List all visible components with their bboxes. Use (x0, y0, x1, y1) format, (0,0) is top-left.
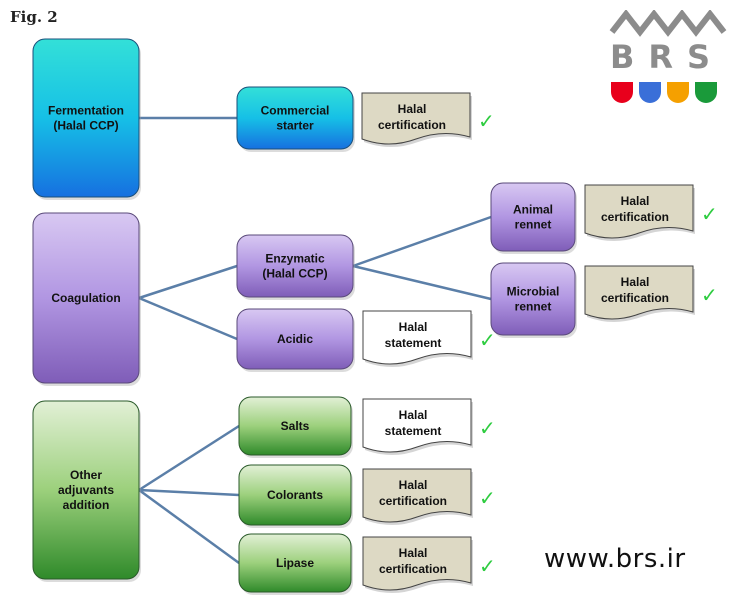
check-icon: ✓ (479, 416, 496, 440)
check-icon: ✓ (479, 328, 496, 352)
node-enzymatic: Enzymatic(Halal CCP) (236, 234, 355, 300)
document-doc-acidic: Halal statement ✓ (362, 310, 496, 367)
node-salts: Salts (238, 396, 353, 458)
document-label: Halal (399, 320, 428, 334)
category-label: Fermentation (48, 104, 124, 118)
document-label: Halal (399, 478, 428, 492)
node-label: starter (276, 119, 314, 133)
category-fermentation: Fermentation(Halal CCP) (32, 38, 141, 200)
document-doc-commercial: Halal certification ✓ (361, 92, 495, 147)
category-coagulation: Coagulation (32, 212, 141, 386)
node-label: rennet (515, 300, 552, 314)
node-label: Lipase (276, 556, 314, 570)
category-label: adjuvants (58, 483, 114, 497)
website-url: www.brs.ir (544, 544, 686, 574)
node-lipase: Lipase (238, 533, 353, 595)
node-label: Acidic (277, 332, 313, 346)
logo-text: BRS (610, 38, 724, 76)
node-colorants: Colorants (238, 464, 353, 528)
node-label: Enzymatic (265, 252, 325, 266)
category-label: addition (63, 498, 110, 512)
document-label: certification (601, 210, 669, 224)
category-label: Coagulation (51, 291, 120, 305)
figure-label: Fig. 2 (10, 8, 58, 26)
document-label: certification (379, 562, 447, 576)
node-label: rennet (515, 218, 552, 232)
check-icon: ✓ (479, 486, 496, 510)
node-acidic: Acidic (236, 308, 355, 372)
document-doc-microbial: Halal certification ✓ (584, 265, 718, 322)
connector-line (138, 488, 240, 565)
node-label: Animal (513, 203, 553, 217)
brs-logo-graphic: BRS (609, 9, 727, 103)
document-label: Halal (399, 546, 428, 560)
document-label: Halal (621, 194, 650, 208)
connector-line (138, 488, 240, 497)
check-icon: ✓ (478, 109, 495, 133)
document-label: certification (379, 494, 447, 508)
brs-logo: BRS (606, 9, 728, 106)
document-label: Halal (399, 408, 428, 422)
check-icon: ✓ (479, 554, 496, 578)
document-label: statement (385, 336, 442, 350)
document-doc-lipase: Halal certification ✓ (362, 536, 496, 593)
document-label: certification (601, 291, 669, 305)
check-icon: ✓ (701, 283, 718, 307)
connector-line (352, 215, 492, 268)
logo-color-dot (611, 82, 633, 103)
connector-line (352, 264, 492, 301)
logo-color-dot (695, 82, 717, 103)
node-label: Colorants (267, 488, 323, 502)
node-label: (Halal CCP) (262, 267, 327, 281)
document-label: certification (378, 118, 446, 132)
node-label: Salts (281, 419, 310, 433)
connector-line (138, 424, 240, 492)
node-label: Commercial (261, 104, 330, 118)
document-doc-animal: Halal certification ✓ (584, 184, 718, 241)
node-label: Microbial (507, 285, 560, 299)
category-label: (Halal CCP) (53, 119, 118, 133)
logo-color-dot (667, 82, 689, 103)
document-doc-colorants: Halal certification ✓ (362, 468, 496, 525)
connector-line (138, 296, 238, 341)
document-label: Halal (621, 275, 650, 289)
category-label: Other (70, 468, 102, 482)
document-label: Halal (398, 102, 427, 116)
document-doc-salts: Halal statement ✓ (362, 398, 496, 455)
check-icon: ✓ (701, 202, 718, 226)
document-label: statement (385, 424, 442, 438)
logo-color-dot (639, 82, 661, 103)
connector-line (138, 264, 238, 300)
